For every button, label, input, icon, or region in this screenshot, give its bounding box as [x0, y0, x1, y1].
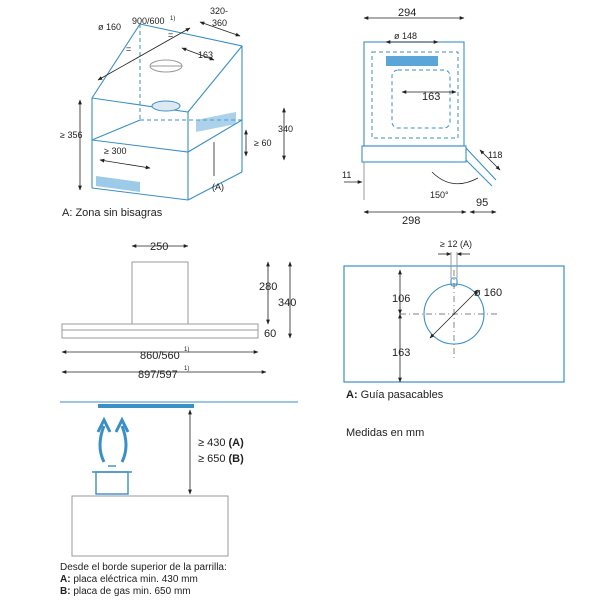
dim-163-offset: 163 [198, 50, 213, 60]
dim-860-footnote: 1) [184, 347, 189, 353]
dim-width-footnote: 1) [170, 16, 175, 22]
dim-95: 95 [476, 197, 488, 209]
label-zone-a: (A) [212, 182, 224, 192]
dim-340-cabinet: 340 [278, 124, 293, 134]
dim-duct-diameter: ø 160 [98, 22, 121, 32]
dim-min-430-tag: (A) [229, 437, 245, 449]
units-note: Medidas en mm [346, 427, 424, 439]
caption-cable-guide-tag: A: [346, 389, 358, 401]
note-electric-tag: A: [60, 574, 71, 585]
note-gas-text: placa de gas min. 650 mm [71, 586, 191, 597]
hob-distance-view [60, 401, 298, 557]
dim-280: 280 [259, 281, 277, 293]
dim-min-650-value: ≥ 650 [198, 453, 225, 465]
note-electric: A: placa eléctrica min. 430 mm [60, 574, 198, 585]
dim-897-597: 897/597 [138, 369, 178, 381]
dim-60-hood: 60 [264, 328, 276, 340]
dim-min-650: ≥ 650 (B) [198, 453, 244, 465]
dim-163-cutout: 163 [392, 347, 410, 359]
hood-side-view [61, 244, 292, 374]
dim-depth-line2: 360 [212, 18, 227, 28]
dim-min-650-tag: (B) [229, 453, 245, 465]
dim-min-300: ≥ 300 [104, 146, 126, 156]
cabinet-isometric [78, 21, 286, 201]
dim-106: 106 [392, 293, 410, 305]
ceiling-cutout-view [343, 252, 565, 383]
caption-cable-guide-text: Guía pasacables [358, 389, 444, 401]
note-title: Desde el borde superior de la parrilla: [60, 562, 227, 573]
dim-min-430: ≥ 430 (A) [198, 437, 244, 449]
dim-min-430-value: ≥ 430 [198, 437, 225, 449]
dim-250: 250 [150, 241, 168, 253]
dim-148: ø 148 [394, 31, 417, 41]
dim-width: 900/600 [132, 16, 165, 26]
dim-11: 11 [342, 170, 351, 180]
dim-angle-150: 150° [430, 190, 449, 200]
dim-897-footnote: 1) [184, 366, 189, 372]
caption-cable-guide: A: Guía pasacables [346, 389, 444, 401]
dim-min-height: ≥ 356 [60, 130, 82, 140]
dim-min-12: ≥ 12 (A) [440, 239, 472, 249]
hood-front-view [344, 16, 501, 214]
note-gas: B: placa de gas min. 650 mm [60, 586, 191, 597]
dim-118: 118 [488, 150, 502, 160]
dim-163-front: 163 [422, 91, 440, 103]
dim-160-cutout: ø 160 [474, 287, 502, 299]
equal-mark-1: = [126, 44, 131, 54]
equal-mark-2: = [168, 30, 173, 40]
caption-hinge-zone: A: Zona sin bisagras [62, 207, 163, 219]
dim-860-560: 860/560 [140, 350, 180, 362]
dim-min-60: ≥ 60 [254, 138, 271, 148]
note-gas-tag: B: [60, 586, 71, 597]
dim-298: 298 [402, 215, 420, 227]
dim-294: 294 [398, 7, 416, 19]
dim-340-hood: 340 [278, 297, 296, 309]
note-electric-text: placa eléctrica min. 430 mm [71, 574, 198, 585]
dim-depth-line1: 320- [210, 6, 228, 16]
